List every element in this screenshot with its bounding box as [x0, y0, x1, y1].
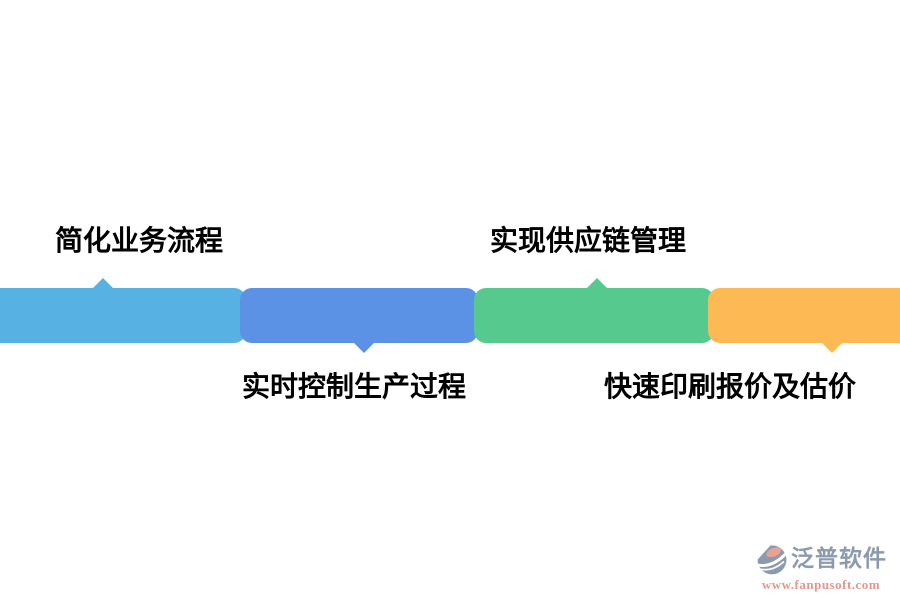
pointer-up-icon: [93, 278, 113, 288]
pointer-down-icon: [822, 343, 842, 353]
bar-segment-production-control: [240, 288, 478, 353]
pointer-down-icon: [354, 343, 374, 353]
watermark-brand-row: 泛普软件: [755, 541, 887, 577]
watermark-url: www.fanpusoft.com: [761, 577, 881, 592]
segment-label-quotation: 快速印刷报价及估价: [604, 371, 857, 402]
segment-label-production-control: 实时控制生产过程: [242, 371, 467, 402]
bar-segment-supply-chain: [474, 278, 714, 343]
watermark-brand: 泛普软件: [791, 546, 887, 572]
pointer-up-icon: [587, 278, 607, 288]
watermark: 泛普软件 www.fanpusoft.com: [755, 541, 887, 593]
bar-segment-quotation: [708, 288, 900, 353]
bar-segment-simplify-process: [0, 278, 246, 343]
segment-label-supply-chain: 实现供应链管理: [490, 225, 687, 256]
segment-label-simplify-process: 简化业务流程: [55, 225, 224, 256]
fanpu-logo-icon: [755, 542, 788, 575]
